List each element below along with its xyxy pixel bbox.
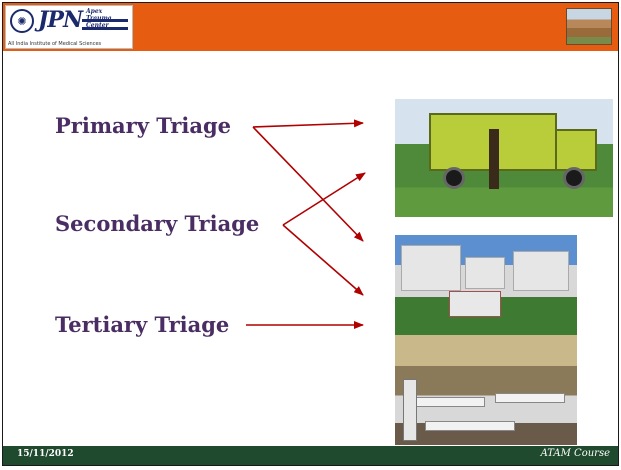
ward-bed [425, 421, 515, 431]
footer-date: 15/11/2012 [17, 449, 74, 459]
ambulance-wheel [443, 167, 465, 189]
paramedic-figure [489, 129, 499, 189]
hospital-building [465, 257, 505, 289]
ward-bed [495, 393, 565, 403]
logo-subtitle: Apex Trauma Center [86, 8, 112, 29]
primary-triage-label: Primary Triage [55, 113, 232, 138]
tertiary-triage-label: Tertiary Triage [55, 312, 230, 337]
logo-stripe [82, 27, 128, 30]
footer-course-name: ATAM Course [540, 448, 610, 459]
ambulance-image [395, 99, 613, 217]
jpn-apex-trauma-center-logo: ✺ JPN Apex Trauma Center All India Insti… [5, 5, 133, 49]
hospital-building [513, 251, 569, 291]
aiims-emblem-icon: ✺ [10, 9, 34, 33]
header-banner: ✺ JPN Apex Trauma Center All India Insti… [3, 3, 618, 51]
arrow-secondary-to-hospital [282, 224, 364, 296]
logo-stripe [82, 19, 128, 22]
footer-bar: 15/11/2012 ATAM Course [3, 446, 618, 465]
arrow-secondary-to-ambulance [282, 172, 366, 226]
medical-staff-figure [403, 379, 417, 441]
hospital-image [395, 235, 577, 335]
field-hospital-ward-image [395, 335, 577, 445]
hospital-building [401, 245, 461, 291]
ambulance-cab [555, 129, 597, 171]
logo-jpn-text: JPN [38, 7, 83, 33]
ward-bed [415, 397, 485, 407]
heritage-building [449, 291, 501, 317]
fort-landscape-image [566, 8, 612, 45]
secondary-triage-label: Secondary Triage [55, 211, 260, 236]
institute-name: All India Institute of Medical Sciences [8, 41, 102, 47]
ambulance-wheel [563, 167, 585, 189]
arrow-primary-to-ambulance [252, 119, 364, 128]
arrow-primary-to-hospital [252, 126, 364, 242]
